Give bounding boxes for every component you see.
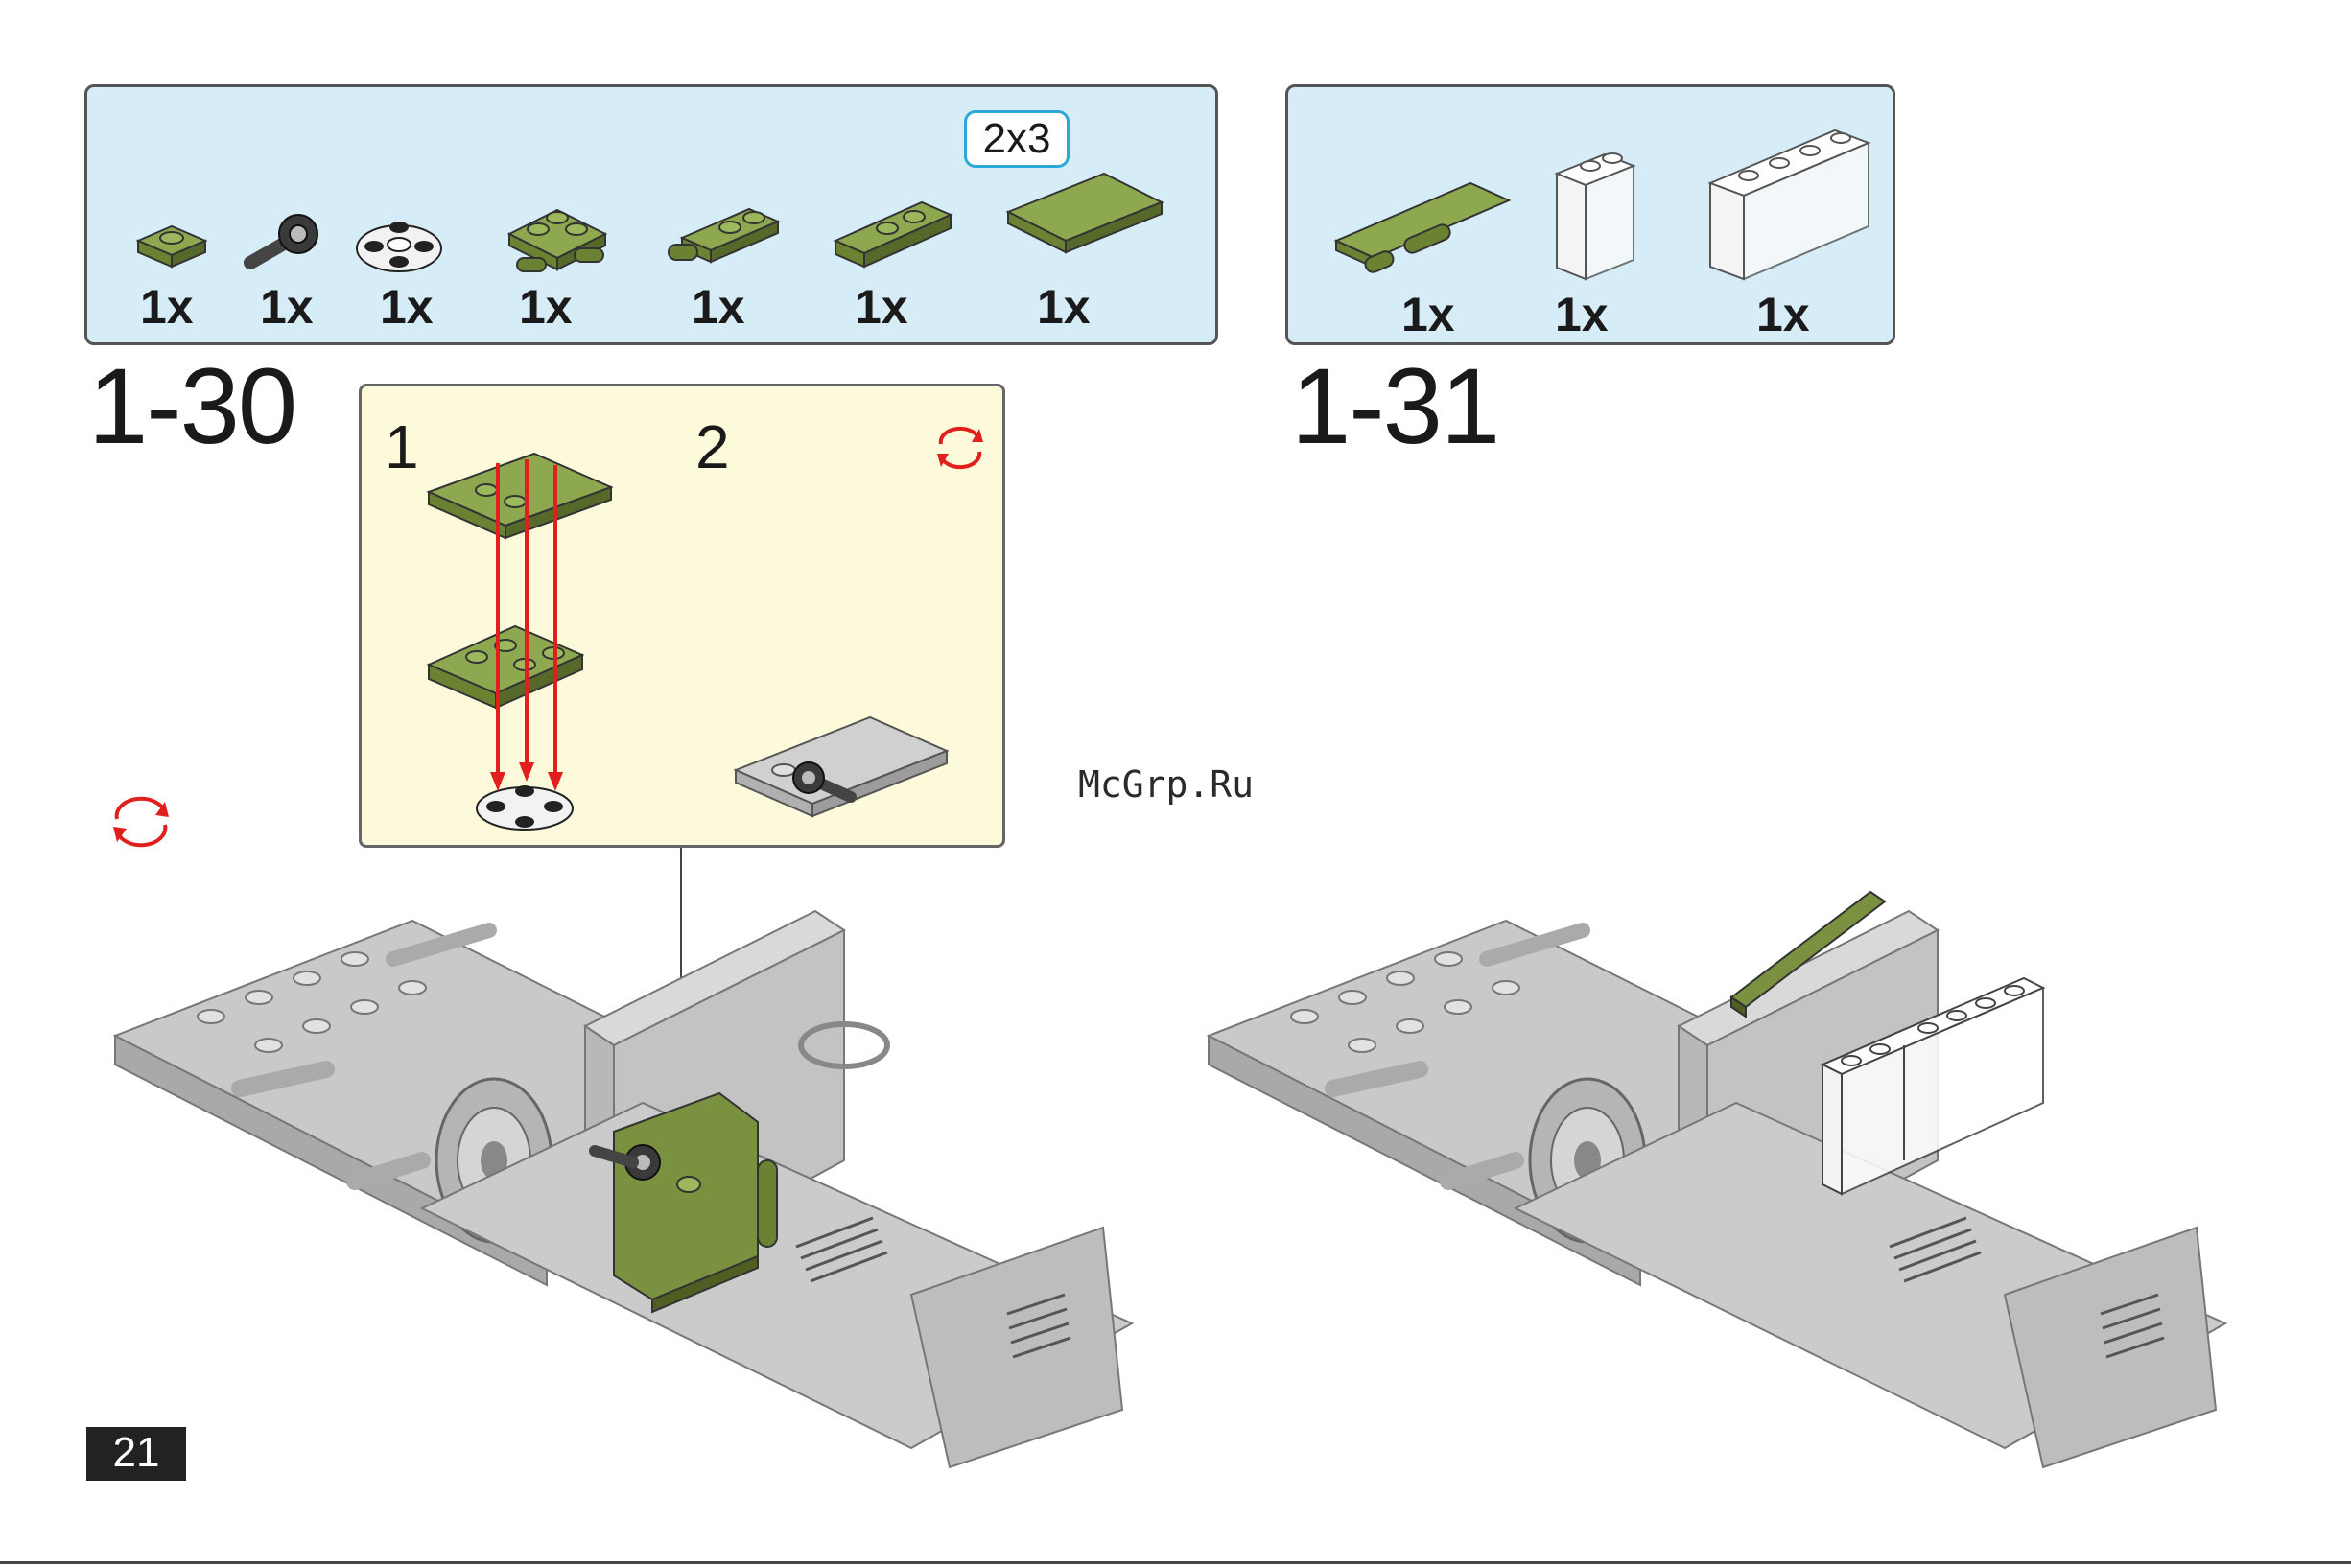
parts-list-step-1-30: 2x3 — [84, 84, 1218, 345]
vehicle-model-step-1-31 — [1199, 873, 2264, 1486]
part-quantity: 1x — [519, 279, 573, 335]
substep-number: 1 — [385, 411, 419, 482]
part-quantity: 1x — [1756, 287, 1810, 342]
clear-panel-1x4-icon — [1691, 116, 1883, 289]
step-number-1-30: 1-30 — [88, 353, 295, 460]
green-plate-1x1-icon — [133, 217, 210, 274]
green-plate-1x2-jumper-icon — [826, 188, 960, 279]
substep-number: 2 — [695, 411, 730, 482]
part-quantity: 1x — [140, 279, 194, 335]
part-quantity: 1x — [692, 279, 745, 335]
bottom-rule — [0, 1561, 2351, 1564]
exploded-assembly-diagram — [419, 434, 669, 837]
part-quantity: 1x — [260, 279, 314, 335]
green-hinge-plate-icon — [1327, 174, 1518, 279]
part-quantity: 1x — [1401, 287, 1455, 342]
watermark-text: McGrp.Ru — [1078, 763, 1254, 806]
green-plate-with-side-clip-icon — [663, 195, 788, 281]
page-number: 21 — [86, 1427, 186, 1481]
clear-panel-1x2-icon — [1538, 145, 1653, 289]
rotate-model-icon — [107, 792, 175, 850]
green-tile-2x3-icon — [999, 164, 1171, 279]
assembled-subpart-diagram — [717, 703, 966, 837]
step-number-1-31: 1-31 — [1291, 353, 1498, 460]
part-quantity: 1x — [855, 279, 908, 335]
part-quantity: 1x — [1037, 279, 1091, 335]
rotate-icon — [933, 423, 987, 471]
round-plate-with-pins-icon — [351, 200, 447, 282]
part-quantity: 1x — [380, 279, 434, 335]
sub-assembly-callout: 1 2 — [359, 384, 1005, 848]
dark-gray-bar-holder-icon — [241, 210, 327, 277]
parts-list-step-1-31: 1x 1x 1x — [1285, 84, 1895, 345]
green-plate-with-clips-icon — [500, 191, 615, 287]
dimension-badge: 2x3 — [964, 110, 1070, 168]
part-quantity: 1x — [1555, 287, 1609, 342]
vehicle-model-step-1-30 — [106, 873, 1170, 1486]
